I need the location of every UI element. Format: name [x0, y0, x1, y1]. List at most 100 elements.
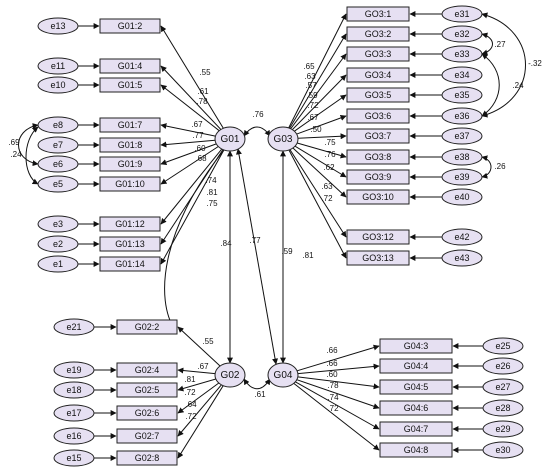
g04-item-g04-4-label: G04:4 — [404, 361, 429, 371]
g04-item-g04-6-loading-path — [296, 379, 380, 410]
g01-item-g01-7-label: G01:7 — [118, 120, 143, 130]
g01-item-g01-10-error-ellipse — [37, 175, 79, 193]
g03-item-go3-9-loading-value: .76 — [324, 150, 336, 159]
g04-item-g04-3-loading-value: .66 — [326, 346, 338, 355]
g03-item-go3-10-label: GO3:10 — [362, 192, 394, 202]
g01-item-g01-5-error-label: e10 — [50, 80, 65, 90]
corr-g01-g02-value: .77 — [249, 236, 261, 245]
g02-item-g02-7-box — [116, 428, 178, 444]
g02-item-g02-7-error-ellipse — [53, 427, 95, 445]
g03-item-go3-9-error-label: e39 — [454, 172, 469, 182]
g04-item-g04-5-box — [379, 379, 453, 395]
g03-item-go3-13-loading-value: .72 — [321, 194, 333, 203]
g01-extra-loading-value: .84 — [220, 239, 232, 248]
g03-item-go3-7-error-label: e37 — [454, 131, 469, 141]
g01-item-g01-10-loading-value: .68 — [195, 154, 207, 163]
g03-item-go3-13-error-label: e43 — [454, 253, 469, 263]
g03-item-go3-6-box — [346, 108, 410, 124]
g01-item-g01-12-error-ellipse — [37, 215, 79, 233]
g04-item-g04-4-loading-value: .66 — [326, 359, 338, 368]
g04-item-g04-7-loading-value: .74 — [327, 393, 339, 402]
paths-layer — [18, 11, 526, 461]
g01-item-g01-13-error-ellipse — [37, 235, 79, 253]
g02-item-g02-6-label: G02:6 — [135, 408, 160, 418]
latent-g03-label: G03 — [274, 134, 293, 145]
g03-item-go3-12-loading-path — [289, 149, 347, 238]
g01-item-g01-7-error-ellipse — [37, 116, 79, 134]
corr-g01-g04-value: .59 — [281, 247, 293, 256]
g01-item-g01-9-error-label: e6 — [53, 159, 63, 169]
g03-item-go3-5-label: GO3:5 — [365, 90, 392, 100]
g03-item-go3-9-label: GO3:9 — [365, 172, 392, 182]
g03-item-go3-3-loading-path — [290, 53, 347, 130]
latent-g01-label: G01 — [221, 134, 240, 145]
g01-item-g01-9-loading-path — [160, 143, 217, 165]
g03-item-go3-5-loading-value: .72 — [307, 101, 319, 110]
g01-item-g01-4-box — [99, 58, 161, 74]
g03-item-go3-4-loading-path — [292, 74, 347, 130]
g04-item-g04-5-error-ellipse — [482, 378, 524, 396]
g02-item-g02-7-label: G02:7 — [135, 431, 160, 441]
corr-e8-e5-path — [25, 126, 39, 185]
g01-item-g01-7-box — [99, 117, 161, 133]
corr-e38-e39-value: .26 — [494, 162, 506, 171]
g01-item-g01-14-label: G01:14 — [115, 259, 145, 269]
g03-item-go3-4-loading-value: .59 — [306, 91, 318, 100]
g04-item-g04-4-box — [379, 358, 453, 374]
g02-item-g02-6-error-label: e17 — [66, 408, 81, 418]
g01-item-g01-13-error-label: e2 — [53, 239, 63, 249]
latent-g02-ellipse — [214, 362, 246, 388]
g03-item-go3-10-loading-value: .62 — [323, 163, 335, 172]
latent-g04-ellipse — [267, 362, 299, 388]
g03-item-go3-8-error-ellipse — [441, 148, 483, 166]
g04-item-g04-5-loading-value: .60 — [326, 370, 338, 379]
g03-item-go3-7-error-ellipse — [441, 127, 483, 145]
corr-e32-e33-value: .27 — [494, 40, 506, 49]
g03-item-go3-13-label: GO3:13 — [362, 253, 394, 263]
g03-item-go3-13-error-ellipse — [441, 249, 483, 267]
g01-item-g01-8-box — [99, 137, 161, 153]
g03-item-go3-2-box — [346, 26, 410, 42]
g01-item-g01-7-loading-value: .67 — [191, 120, 203, 129]
g03-item-go3-10-box — [346, 189, 410, 205]
g01-item-g01-13-loading-value: .81 — [206, 188, 218, 197]
g02-item-g02-4-loading-value: .67 — [197, 362, 209, 371]
g02-item-g02-8-loading-path — [177, 385, 224, 459]
g01-item-g01-2-error-label: e13 — [50, 21, 65, 31]
latent-g03-ellipse — [267, 126, 299, 152]
latent-g01-ellipse — [214, 126, 246, 152]
g01-item-g01-4-label: G01:4 — [118, 61, 143, 71]
g03-item-go3-3-label: GO3:3 — [365, 49, 392, 59]
g03-item-go3-4-error-label: e34 — [454, 70, 469, 80]
g01-item-g01-2-error-ellipse — [37, 17, 79, 35]
corr-g01-g04-path — [235, 148, 279, 365]
g01-item-g01-12-box — [99, 216, 161, 232]
g02-item-g02-5-error-label: e18 — [66, 385, 81, 395]
g01-item-g01-14-error-ellipse — [37, 255, 79, 273]
g01-item-g01-14-error-label: e1 — [53, 259, 63, 269]
g02-item-g02-2-box — [116, 319, 178, 335]
g04-item-g04-8-error-label: e30 — [495, 445, 510, 455]
g01-item-g01-4-loading-path — [160, 65, 222, 130]
g03-item-go3-7-loading-path — [297, 133, 347, 140]
g03-item-go3-13-box — [346, 250, 410, 266]
g03-item-go3-1-loading-path — [288, 13, 347, 129]
g04-item-g04-4-error-label: e26 — [495, 361, 510, 371]
g02-item-g02-5-label: G02:5 — [135, 385, 160, 395]
g02-item-g02-2-loading-value: .55 — [202, 337, 214, 346]
g02-item-g02-2-loading-path — [177, 326, 221, 367]
g03-item-go3-3-error-ellipse — [441, 45, 483, 63]
g04-item-g04-5-loading-path — [297, 376, 380, 390]
g01-item-g01-8-error-label: e7 — [53, 140, 63, 150]
corr-g02-g04-path — [243, 378, 271, 390]
g03-item-go3-1-error-ellipse — [441, 5, 483, 23]
latent-g02-label: G02 — [221, 370, 240, 381]
corr-e33-e36-value: .24 — [512, 81, 524, 90]
g03-item-go3-1-box — [346, 6, 410, 22]
corr-e8-e5-value: .24 — [10, 150, 22, 159]
g01-item-g01-13-box — [99, 236, 161, 252]
coefficients-layer: .55.61.78.67.77.60.68.74.81.75.65.63.57.… — [8, 40, 542, 421]
g02-item-g02-7-loading-path — [177, 384, 222, 437]
g03-item-go3-9-box — [346, 169, 410, 185]
